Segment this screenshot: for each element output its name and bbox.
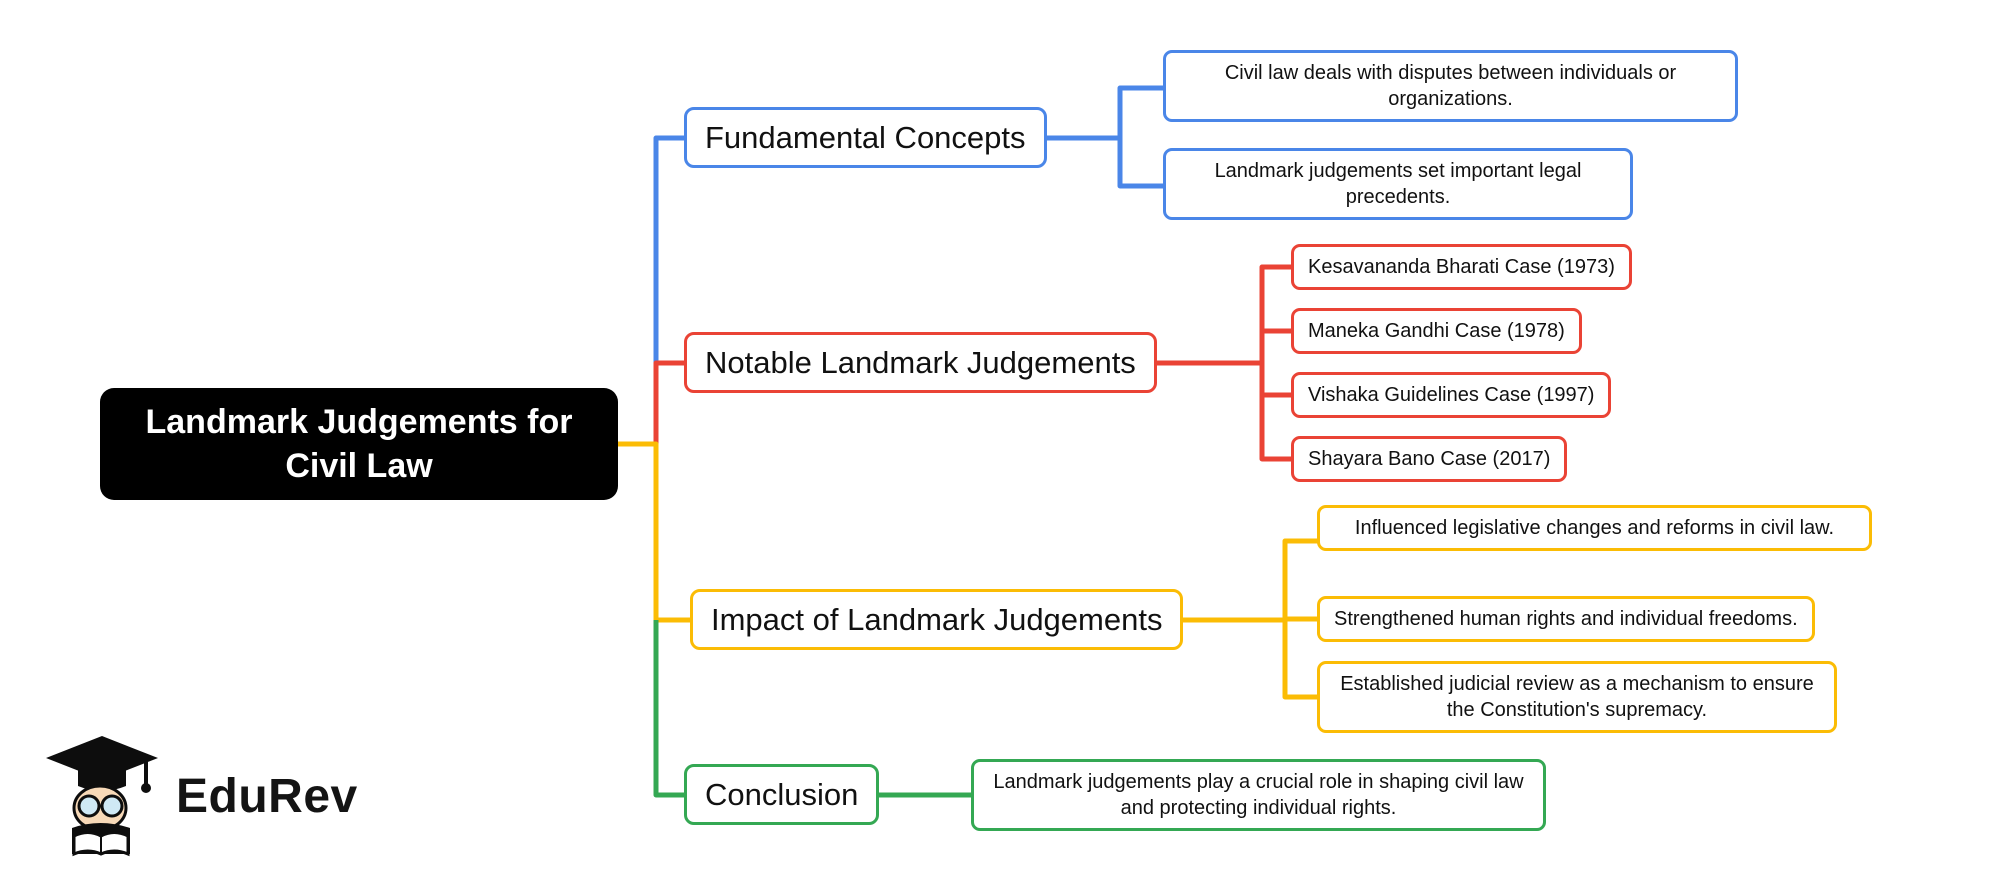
connector-spine-fundamental: [653, 135, 700, 363]
branch-impact-of-landmark-judgements: Impact of Landmark Judgements: [690, 589, 1184, 651]
leaf-maneka-gandhi-case: Maneka Gandhi Case (1978): [1291, 308, 1582, 354]
leaf-human-rights: Strengthened human rights and individual…: [1317, 596, 1815, 642]
leaf-conclusion-summary: Landmark judgements play a crucial role …: [971, 759, 1546, 831]
leaf-kesavananda-bharati-case: Kesavananda Bharati Case (1973): [1291, 244, 1632, 290]
mascot-glasses-left: [77, 794, 101, 818]
mascot-cap-board: [46, 736, 158, 780]
leaf-vishaka-guidelines-case: Vishaka Guidelines Case (1997): [1291, 372, 1612, 418]
connector-fundamental-leaf-0: [1000, 85, 1203, 141]
edurev-mascot-icon: [46, 736, 158, 857]
branch-fundamental-concepts: Fundamental Concepts: [684, 107, 1047, 169]
connector-notable-rail: [1259, 264, 1311, 462]
branch-notable-landmark-judgements: Notable Landmark Judgements: [684, 332, 1157, 394]
leaf-shayara-bano-case: Shayara Bano Case (2017): [1291, 436, 1568, 482]
leaf-legislative-changes: Influenced legislative changes and refor…: [1317, 505, 1872, 551]
connector-spine-impact: [600, 441, 710, 623]
mascot-tassel-knot: [141, 783, 151, 793]
leaf-legal-precedents: Landmark judgements set important legal …: [1163, 148, 1633, 220]
mascot-cap-base: [78, 768, 126, 791]
branch-conclusion: Conclusion: [684, 764, 880, 826]
leaf-civil-law-disputes: Civil law deals with disputes between in…: [1163, 50, 1738, 122]
edurev-brand-text: EduRev: [176, 769, 358, 823]
mascot-glasses-right: [100, 794, 124, 818]
leaf-judicial-review: Established judicial review as a mechani…: [1317, 661, 1837, 733]
root-node: Landmark Judgements for Civil Law: [100, 388, 618, 501]
edurev-logo: EduRev: [42, 732, 358, 860]
